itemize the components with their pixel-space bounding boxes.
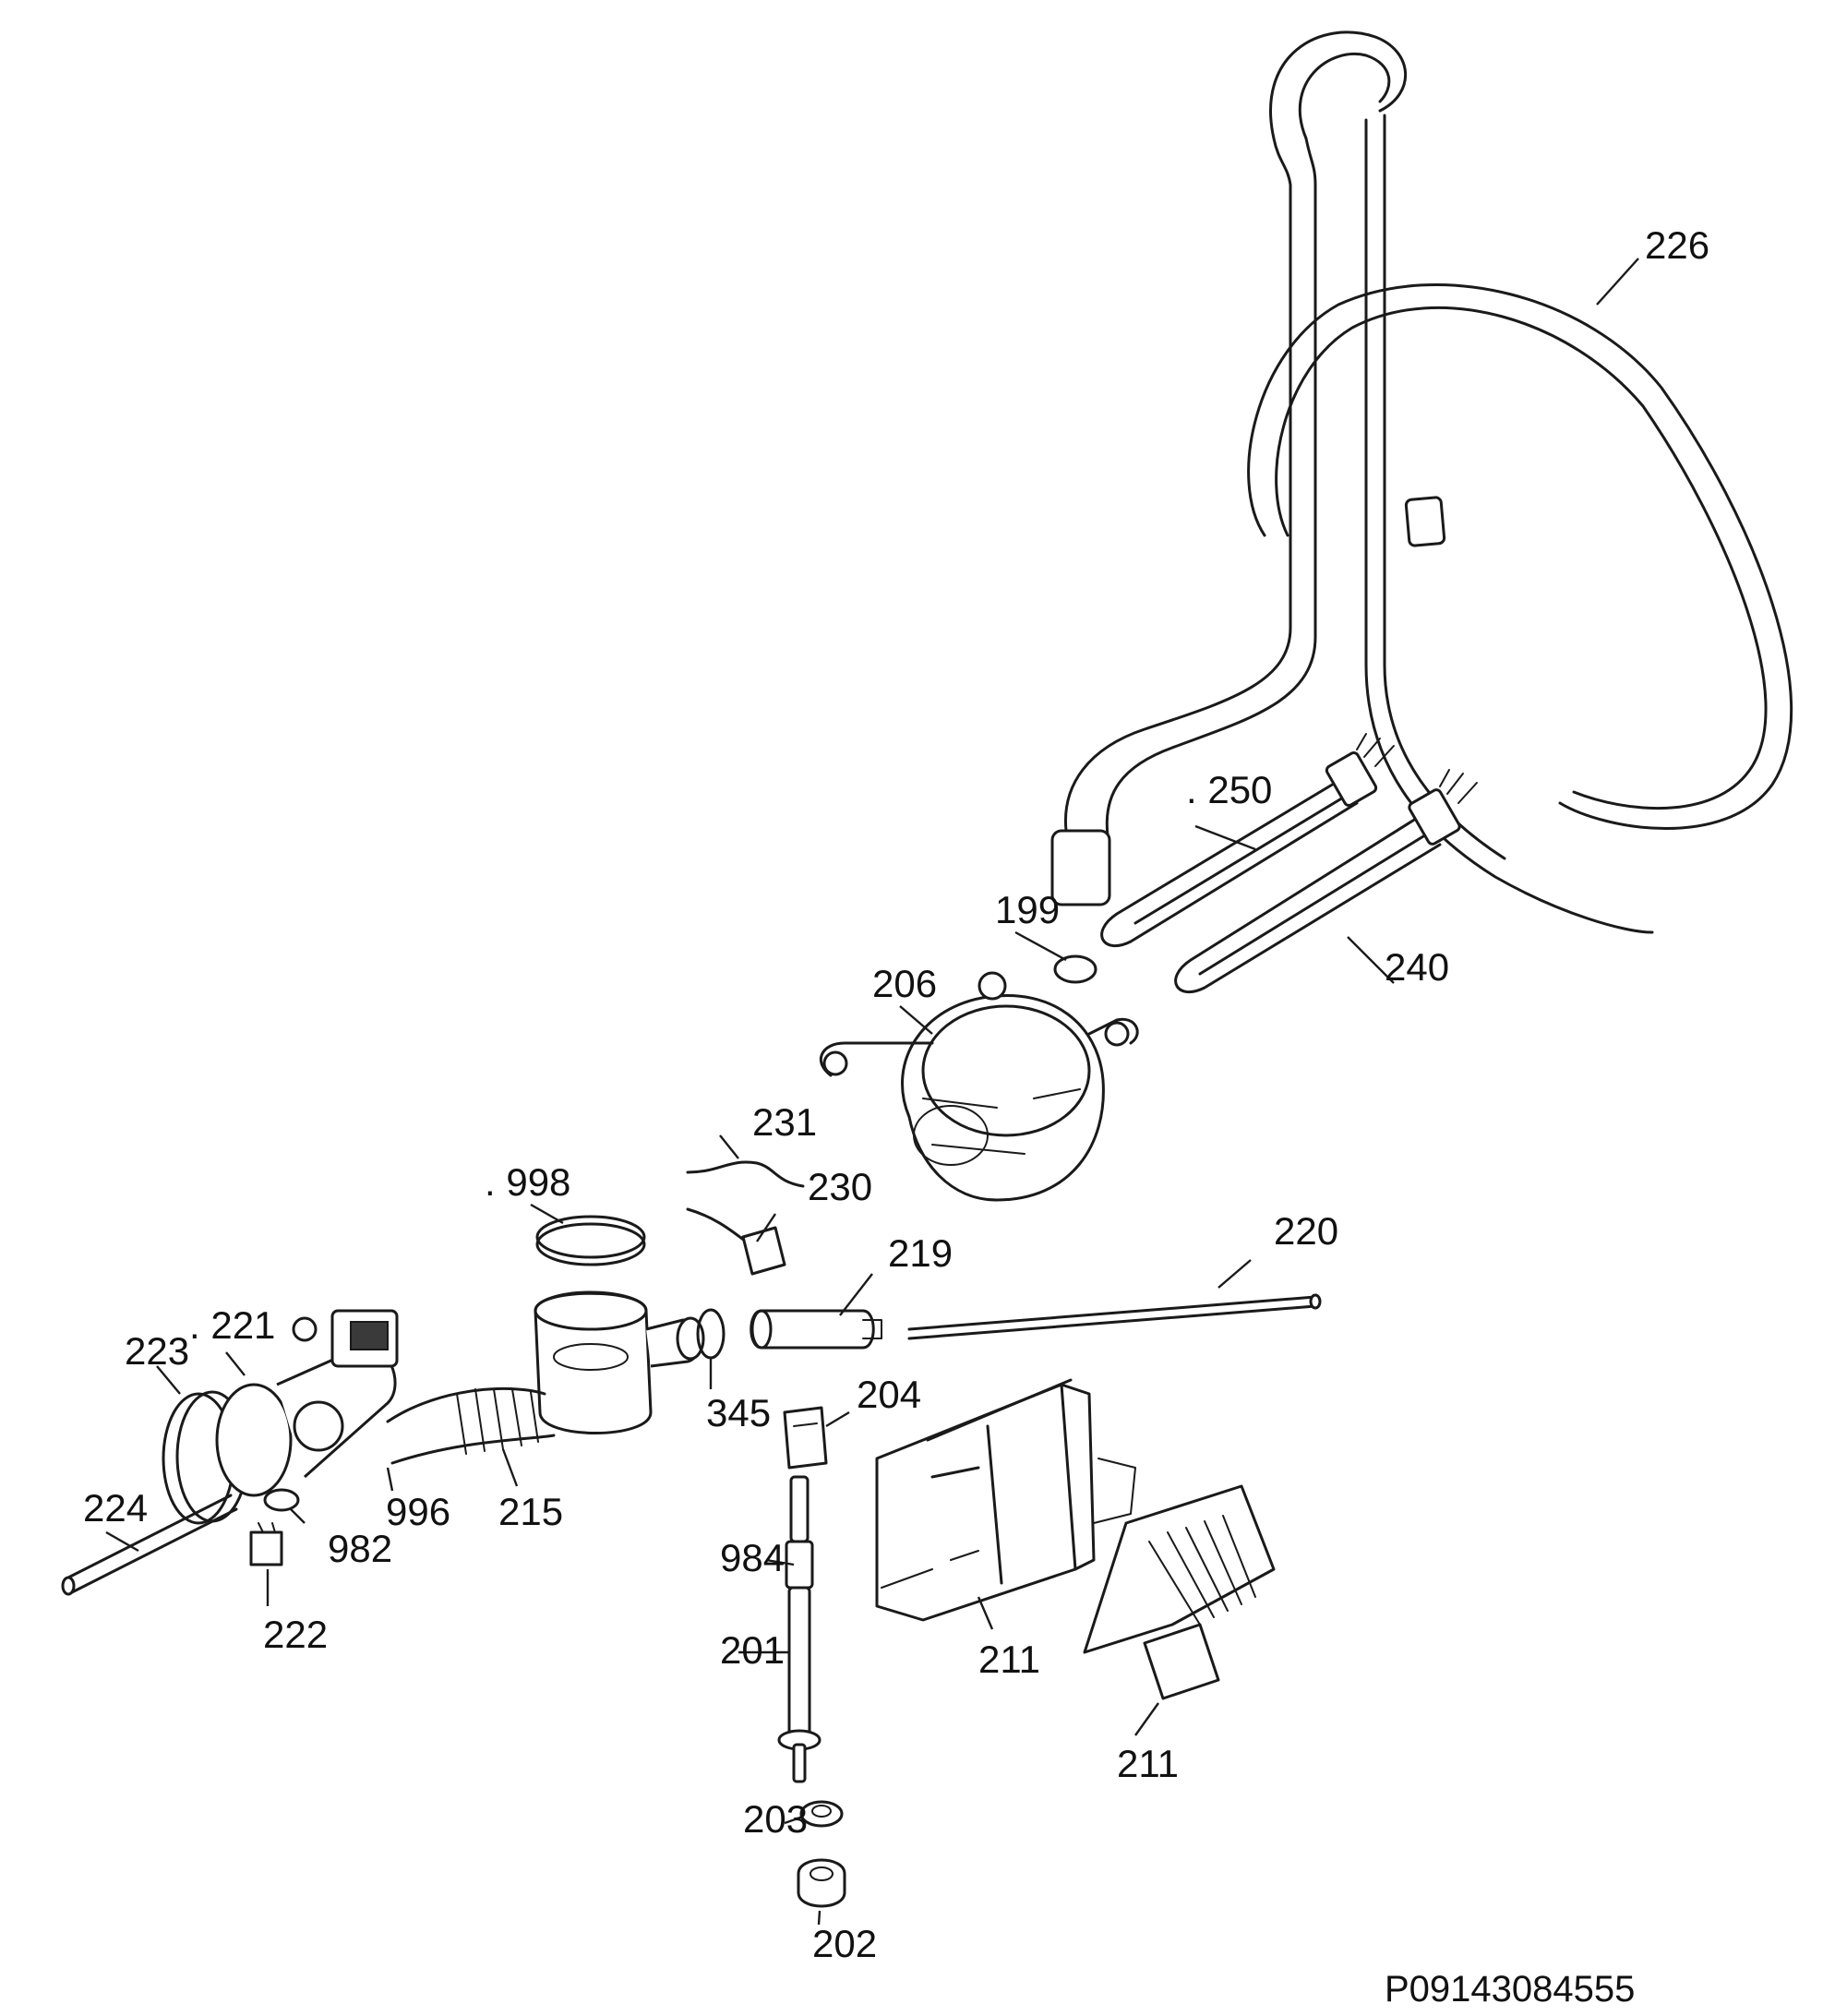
callout-224: 224: [83, 1486, 148, 1530]
callout-221: . 221: [189, 1303, 275, 1347]
leader-lines: [105, 258, 1639, 1926]
callout-199: 199: [995, 888, 1060, 931]
callout-998: . 998: [485, 1160, 570, 1204]
callout-201: 201: [720, 1628, 785, 1672]
sensor-219-drawing: [750, 1309, 882, 1350]
callout-202: 202: [812, 1922, 877, 1965]
wire-231-drawing: [686, 1160, 805, 1188]
callout-996: 996: [386, 1490, 450, 1533]
callout-220: 220: [1274, 1209, 1338, 1253]
callout-211-housing: 211: [978, 1638, 1040, 1681]
drain-pump-drawing: [162, 1309, 399, 1525]
hose-226-drawing: [1247, 282, 1793, 830]
heating-element-250-drawing: [1100, 733, 1395, 948]
callout-250: . 250: [1186, 768, 1272, 811]
clamp-998-drawing: [535, 1215, 646, 1266]
callout-203: 203: [743, 1797, 808, 1841]
callout-984: 984: [720, 1536, 785, 1579]
rod-220-drawing: [907, 1293, 1322, 1340]
callout-204: 204: [857, 1373, 921, 1416]
callout-223: 223: [125, 1329, 189, 1373]
callout-240: 240: [1385, 945, 1449, 989]
callout-345: 345: [706, 1391, 771, 1434]
connector-222-drawing: [249, 1522, 283, 1566]
callout-211-grille: 211: [1117, 1742, 1179, 1785]
callout-219: 219: [888, 1231, 953, 1275]
bearing-202-drawing: [797, 1858, 846, 1908]
drain-hose-drawing: [1050, 30, 1654, 934]
callout-222: 222: [263, 1613, 328, 1656]
bearing-203-drawing: [799, 1800, 844, 1828]
callout-982: 982: [328, 1527, 392, 1570]
hose-215-drawing: [386, 1386, 556, 1465]
callout-226: 226: [1645, 223, 1709, 267]
cap-199-drawing: [1053, 954, 1097, 984]
housing-211-drawing: [875, 1378, 1136, 1622]
callout-labels: 226 . 250 240 199 206 231 230 . 998 219 …: [83, 223, 1709, 1965]
callout-206: 206: [872, 962, 937, 1005]
callout-230: 230: [808, 1165, 872, 1208]
cap-982-drawing: [263, 1488, 300, 1512]
sump-housing-drawing: [534, 1290, 705, 1434]
grille-211-drawing: [1083, 1484, 1276, 1700]
pump-206-drawing: [819, 971, 1139, 1202]
shaft-201-drawing: [777, 1475, 822, 1783]
callout-231: 231: [752, 1100, 817, 1144]
reference-code: P09143084555: [1385, 1969, 1635, 2010]
callout-215: 215: [498, 1490, 563, 1533]
heating-element-240-drawing: [1174, 769, 1478, 994]
pipe-224-drawing: [61, 1494, 238, 1596]
connector-204-drawing: [783, 1406, 828, 1470]
sensor-230-drawing: [686, 1207, 786, 1276]
